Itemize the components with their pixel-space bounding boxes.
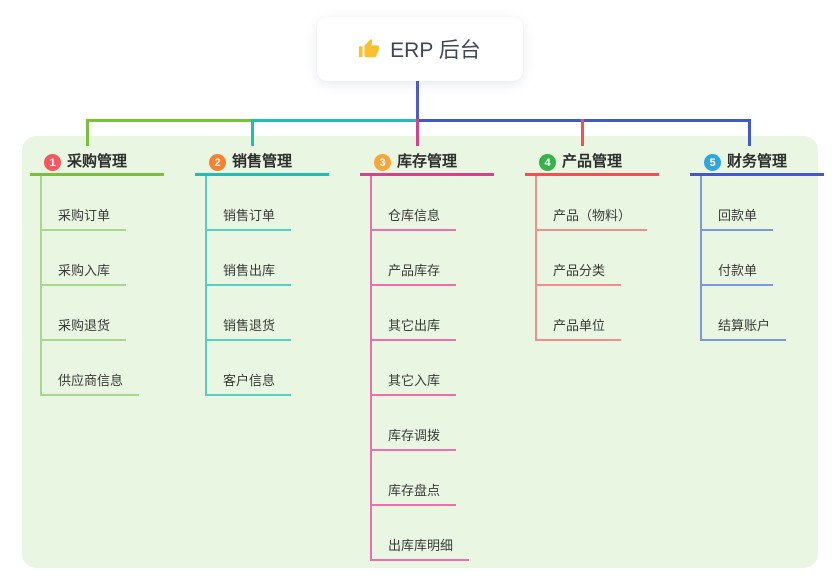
branch-3: 3 库存管理仓库信息产品库存其它出库其它入库库存调拨库存盘点出库库明细 (360, 144, 525, 561)
branch-2-header[interactable]: 2 销售管理 (195, 144, 329, 176)
child-node-row: 产品单位 (535, 286, 690, 341)
child-node-row: 库存盘点 (370, 451, 525, 506)
child-node-row: 库存调拨 (370, 396, 525, 451)
branch-children: 销售订单销售出库销售退货客户信息 (205, 176, 360, 396)
branches-panel (22, 136, 818, 568)
thumbs-up-icon (358, 38, 380, 60)
branch-children: 采购订单采购入库采购退货供应商信息 (40, 176, 195, 396)
child-node-row: 供应商信息 (40, 341, 195, 396)
child-node-row: 其它出库 (370, 286, 525, 341)
root-node-title: ERP 后台 (390, 39, 481, 62)
child-node[interactable]: 付款单 (700, 263, 774, 286)
child-node[interactable]: 销售订单 (205, 208, 292, 231)
child-node-row: 销售订单 (205, 176, 360, 231)
branch-number-badge: 2 (209, 154, 226, 171)
child-node-row: 销售出库 (205, 231, 360, 286)
branch-child-connector-line (535, 176, 537, 341)
branch-title: 财务管理 (727, 153, 788, 170)
connector-rail-left (86, 119, 253, 122)
child-node-row: 采购退货 (40, 286, 195, 341)
connector-rail-right (417, 119, 751, 122)
child-node[interactable]: 其它出库 (370, 318, 457, 341)
child-node-row: 仓库信息 (370, 176, 525, 231)
child-node-row: 产品（物料） (535, 176, 690, 231)
branch-2: 2 销售管理销售订单销售出库销售退货客户信息 (195, 144, 360, 396)
child-node[interactable]: 其它入库 (370, 373, 457, 396)
root-node[interactable]: ERP 后台 (316, 17, 523, 81)
child-node-row: 产品库存 (370, 231, 525, 286)
branch-title: 产品管理 (562, 153, 623, 170)
connector-drop-branch-2 (251, 119, 254, 146)
branch-number-badge: 1 (44, 154, 61, 171)
branch-child-connector-line (700, 176, 702, 341)
connector-rail-midleft (253, 119, 417, 122)
branch-5: 5 财务管理回款单付款单结算账户 (690, 144, 839, 341)
child-node[interactable]: 供应商信息 (40, 373, 140, 396)
child-node-row: 采购入库 (40, 231, 195, 286)
child-node[interactable]: 库存调拨 (370, 428, 457, 451)
child-node[interactable]: 出库库明细 (370, 538, 470, 561)
child-node[interactable]: 销售退货 (205, 318, 292, 341)
branch-1: 1 采购管理采购订单采购入库采购退货供应商信息 (30, 144, 195, 396)
branch-title: 销售管理 (232, 153, 293, 170)
child-node-row: 结算账户 (700, 286, 839, 341)
child-node[interactable]: 销售出库 (205, 263, 292, 286)
child-node-row: 出库库明细 (370, 506, 525, 561)
branch-children: 产品（物料） 产品分类产品单位 (535, 176, 690, 341)
connector-drop-branch-3 (416, 119, 419, 146)
branch-4: 4 产品管理产品（物料） 产品分类产品单位 (525, 144, 690, 341)
branch-number-badge: 5 (704, 154, 721, 171)
branch-number-badge: 4 (539, 154, 556, 171)
child-node[interactable]: 采购订单 (40, 208, 127, 231)
branch-4-header[interactable]: 4 产品管理 (525, 144, 659, 176)
child-node-row: 其它入库 (370, 341, 525, 396)
child-node[interactable]: 产品分类 (535, 263, 622, 286)
branch-child-connector-line (40, 176, 42, 396)
branch-title: 采购管理 (67, 153, 128, 170)
child-node-row: 采购订单 (40, 176, 195, 231)
child-node-row: 产品分类 (535, 231, 690, 286)
branch-child-connector-line (205, 176, 207, 396)
child-node[interactable]: 产品单位 (535, 318, 622, 341)
child-node[interactable]: 结算账户 (700, 318, 787, 341)
child-node-row: 回款单 (700, 176, 839, 231)
connector-root-stem (416, 81, 419, 122)
branch-children: 仓库信息产品库存其它出库其它入库库存调拨库存盘点出库库明细 (370, 176, 525, 561)
child-node[interactable]: 客户信息 (205, 373, 292, 396)
branch-3-header[interactable]: 3 库存管理 (360, 144, 494, 176)
connector-drop-branch-5 (748, 119, 751, 146)
branch-number-badge: 3 (374, 154, 391, 171)
child-node-row: 付款单 (700, 231, 839, 286)
child-node-row: 销售退货 (205, 286, 360, 341)
connector-drop-branch-4 (581, 119, 584, 146)
child-node[interactable]: 采购入库 (40, 263, 127, 286)
connector-drop-branch-1 (86, 119, 89, 146)
child-node[interactable]: 采购退货 (40, 318, 127, 341)
branch-children: 回款单付款单结算账户 (700, 176, 839, 341)
child-node[interactable]: 回款单 (700, 208, 774, 231)
child-node[interactable]: 仓库信息 (370, 208, 457, 231)
child-node[interactable]: 产品（物料） (535, 208, 648, 231)
branch-5-header[interactable]: 5 财务管理 (690, 144, 824, 176)
branch-title: 库存管理 (397, 153, 458, 170)
branch-child-connector-line (370, 176, 372, 561)
branch-1-header[interactable]: 1 采购管理 (30, 144, 164, 176)
child-node[interactable]: 产品库存 (370, 263, 457, 286)
child-node-row: 客户信息 (205, 341, 360, 396)
child-node[interactable]: 库存盘点 (370, 483, 457, 506)
